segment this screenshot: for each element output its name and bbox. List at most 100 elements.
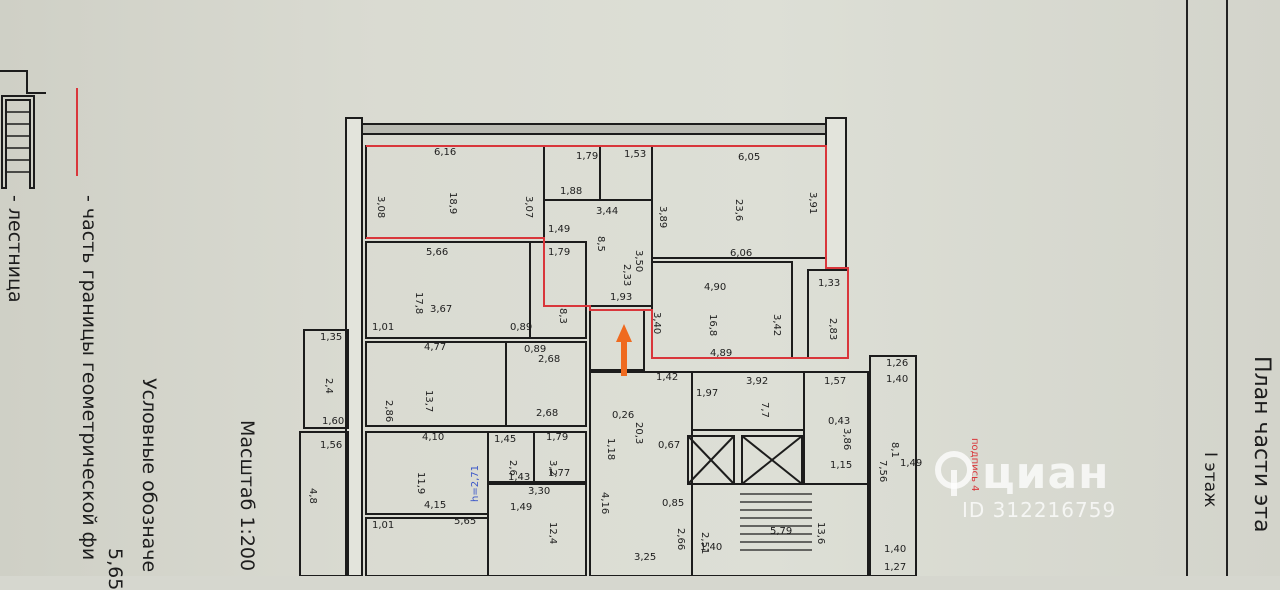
svg-text:3,08: 3,08	[375, 196, 386, 218]
svg-text:1,45: 1,45	[494, 434, 516, 445]
svg-text:3,92: 3,92	[746, 376, 768, 387]
svg-text:13,6: 13,6	[815, 522, 826, 544]
watermark-brand: циан	[982, 448, 1110, 499]
svg-text:3,50: 3,50	[633, 250, 644, 272]
svg-text:0,67: 0,67	[658, 440, 680, 451]
svg-text:2,83: 2,83	[827, 318, 838, 340]
svg-text:1,60: 1,60	[322, 416, 344, 427]
svg-text:5,79: 5,79	[770, 526, 792, 537]
red-boundary	[366, 145, 849, 359]
svg-text:4,8: 4,8	[307, 488, 318, 504]
svg-text:8,1: 8,1	[889, 442, 900, 458]
frame-line-right	[1226, 0, 1228, 576]
svg-text:1,79: 1,79	[576, 151, 598, 162]
svg-text:8,5: 8,5	[595, 236, 606, 252]
entrance-arrow-icon	[616, 324, 632, 376]
svg-text:16,8: 16,8	[707, 314, 718, 336]
svg-text:17,8: 17,8	[413, 292, 424, 314]
svg-text:1,33: 1,33	[818, 278, 840, 289]
svg-text:0,26: 0,26	[612, 410, 634, 421]
height-mark: h=2,71	[470, 465, 481, 502]
svg-text:4,89: 4,89	[710, 348, 732, 359]
svg-text:1,42: 1,42	[656, 372, 678, 383]
svg-text:2,66: 2,66	[675, 528, 686, 550]
svg-text:3,42: 3,42	[771, 314, 782, 336]
svg-text:2,86: 2,86	[383, 400, 394, 422]
legend-heading: Условные обозначе	[138, 378, 160, 573]
svg-text:20,3: 20,3	[633, 422, 644, 444]
svg-text:1,49: 1,49	[548, 224, 570, 235]
svg-text:3,30: 3,30	[528, 486, 550, 497]
svg-text:1,26: 1,26	[886, 358, 908, 369]
svg-text:6,16: 6,16	[434, 147, 456, 158]
svg-text:3,07: 3,07	[523, 196, 534, 218]
svg-text:12,4: 12,4	[547, 522, 558, 544]
cian-logo-icon	[935, 451, 973, 496]
svg-text:3,67: 3,67	[430, 304, 452, 315]
svg-text:3,89: 3,89	[657, 206, 668, 228]
plan-title: План части эта	[1249, 356, 1274, 533]
svg-text:0,43: 0,43	[828, 416, 850, 427]
svg-text:4,77: 4,77	[424, 342, 446, 353]
svg-text:4,10: 4,10	[422, 432, 444, 443]
svg-text:7,56: 7,56	[877, 460, 888, 482]
svg-text:1,49: 1,49	[900, 458, 922, 469]
legend-value-1: 5,65	[104, 548, 126, 590]
svg-text:1,35: 1,35	[320, 332, 342, 343]
svg-text:1,88: 1,88	[560, 186, 582, 197]
svg-text:1,43: 1,43	[508, 472, 530, 483]
svg-text:3,40: 3,40	[651, 312, 662, 334]
svg-text:0,85: 0,85	[662, 498, 684, 509]
svg-text:1,01: 1,01	[372, 322, 394, 333]
svg-text:11,9: 11,9	[415, 472, 426, 494]
svg-text:2,4: 2,4	[323, 378, 334, 394]
svg-text:2,68: 2,68	[538, 354, 560, 365]
svg-text:3,44: 3,44	[596, 206, 618, 217]
svg-text:2,33: 2,33	[621, 264, 632, 286]
scale-label: Масштаб 1:200	[236, 420, 258, 572]
svg-text:1,79: 1,79	[548, 247, 570, 258]
svg-text:0,89: 0,89	[510, 322, 532, 333]
svg-text:18,9: 18,9	[447, 192, 458, 214]
legend-boundary-label: - часть границы геометрической фи	[78, 195, 100, 561]
svg-text:1,56: 1,56	[320, 440, 342, 451]
frame-line-left	[1186, 0, 1188, 576]
svg-text:8,3: 8,3	[557, 308, 568, 324]
svg-text:6,05: 6,05	[738, 152, 760, 163]
svg-text:5,66: 5,66	[426, 247, 448, 258]
svg-text:1,57: 1,57	[824, 376, 846, 387]
svg-text:4,16: 4,16	[599, 492, 610, 514]
svg-text:13,7: 13,7	[423, 390, 434, 412]
svg-text:1,77: 1,77	[548, 468, 570, 479]
svg-text:4,15: 4,15	[424, 500, 446, 511]
svg-text:1,53: 1,53	[624, 149, 646, 160]
legend-boundary-symbol	[76, 88, 78, 176]
svg-text:3,25: 3,25	[634, 552, 656, 563]
svg-text:1,15: 1,15	[830, 460, 852, 471]
svg-text:1,40: 1,40	[886, 374, 908, 385]
svg-text:3,86: 3,86	[841, 428, 852, 450]
watermark-id: ID 312216759	[962, 498, 1117, 522]
svg-text:23,6: 23,6	[733, 199, 744, 221]
svg-text:1,40: 1,40	[884, 544, 906, 555]
stair-legend-symbol	[0, 70, 46, 189]
svg-text:2,6: 2,6	[507, 460, 518, 476]
svg-text:1,27: 1,27	[884, 562, 906, 573]
svg-text:1,93: 1,93	[610, 292, 632, 303]
svg-text:1,79: 1,79	[546, 432, 568, 443]
svg-text:5,65: 5,65	[454, 516, 476, 527]
legend-stair-label: - лестница	[4, 195, 26, 303]
svg-text:2,51: 2,51	[699, 532, 710, 554]
svg-text:1,97: 1,97	[696, 388, 718, 399]
svg-text:3,91: 3,91	[807, 192, 818, 214]
svg-text:7,7: 7,7	[759, 402, 770, 418]
floor-label: I этаж	[1200, 452, 1220, 508]
svg-text:0,89: 0,89	[524, 344, 546, 355]
svg-text:1,18: 1,18	[605, 438, 616, 460]
svg-text:6,06: 6,06	[730, 248, 752, 259]
paper-background	[0, 0, 1280, 576]
svg-text:1,40: 1,40	[700, 542, 722, 553]
svg-text:1,01: 1,01	[372, 520, 394, 531]
